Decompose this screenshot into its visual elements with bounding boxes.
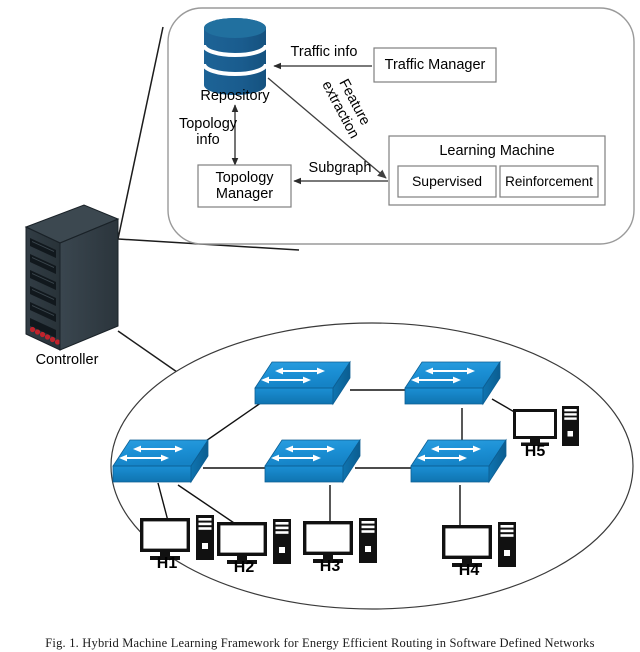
traffic-info-label: Traffic info	[290, 44, 358, 60]
reinforcement-label: Reinforcement	[505, 173, 593, 189]
topology-manager-box	[197, 164, 292, 208]
network-switch-icon-s3	[112, 438, 209, 484]
figure-caption: Fig. 1. Hybrid Machine Learning Framewor…	[45, 636, 595, 650]
link-s3-h2	[177, 484, 241, 528]
host-label-h3: H3	[319, 558, 341, 575]
topology-info-label: Topology info	[178, 116, 238, 149]
arrow-feature-extraction	[267, 77, 387, 179]
subgraph-label: Subgraph	[308, 160, 372, 176]
host-label-h1: H1	[156, 555, 178, 572]
supervised-label: Supervised	[411, 172, 483, 189]
supervised-box	[397, 165, 497, 198]
learning-machine-label: Learning Machine	[439, 142, 555, 159]
host-label-h5: H5	[524, 443, 546, 460]
network-switch-icon-s1	[254, 360, 351, 406]
host-label-h2: H2	[233, 559, 255, 576]
network-switch-icon-s2	[404, 360, 501, 406]
callout-controller-to-dataplane	[117, 330, 178, 373]
server-rack-icon	[24, 204, 120, 351]
host-label-h4: H4	[458, 562, 480, 579]
controller-label: Controller	[35, 352, 99, 368]
topology-manager-label: Topology Manager	[215, 169, 274, 202]
network-switch-icon-s5	[410, 438, 507, 484]
desktop-computer-icon-h3	[303, 518, 377, 563]
desktop-computer-icon-h1	[140, 515, 214, 560]
traffic-manager-box	[373, 47, 497, 83]
desktop-computer-icon-h2	[217, 519, 291, 564]
traffic-manager-label: Traffic Manager	[384, 56, 486, 73]
database-cylinder-icon	[202, 18, 268, 95]
reinforcement-box	[499, 165, 599, 198]
desktop-computer-icon-h4	[442, 522, 516, 567]
network-switch-icon-s4	[264, 438, 361, 484]
link-s3-h1	[157, 482, 169, 522]
repository-label: Repository	[200, 88, 270, 104]
desktop-computer-icon-h5	[513, 406, 579, 446]
